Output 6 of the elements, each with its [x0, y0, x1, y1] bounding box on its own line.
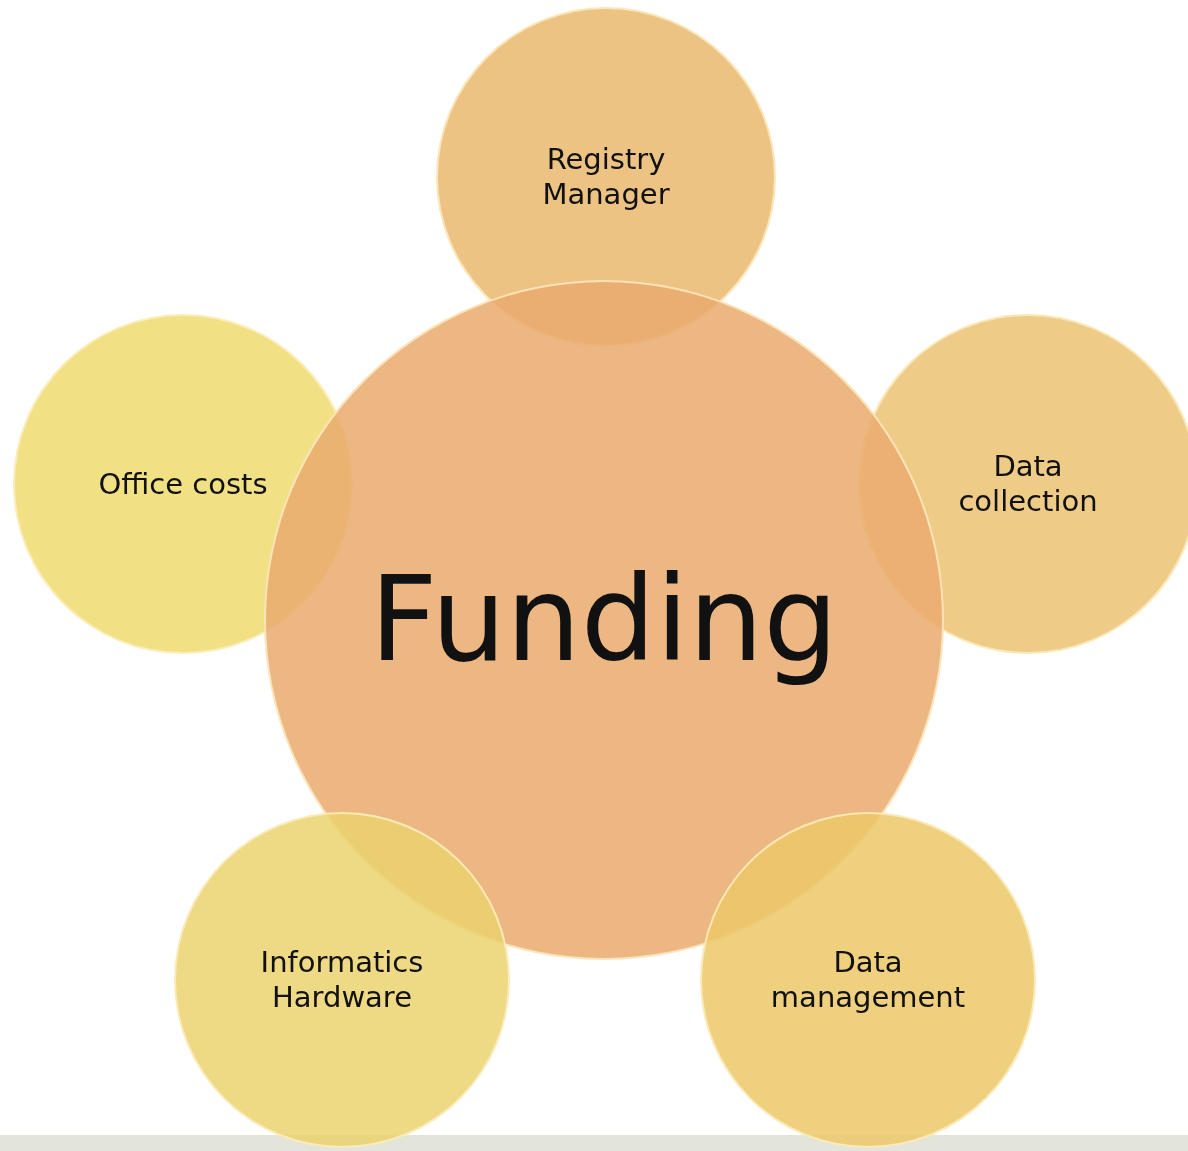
center-title: Funding: [369, 549, 839, 691]
node-label: Data management: [769, 945, 967, 1015]
node-label: Informatics Hardware: [259, 945, 425, 1015]
node-label: Data collection: [957, 449, 1099, 519]
node-label: Registry Manager: [541, 142, 671, 212]
node-label: Office costs: [98, 466, 268, 502]
